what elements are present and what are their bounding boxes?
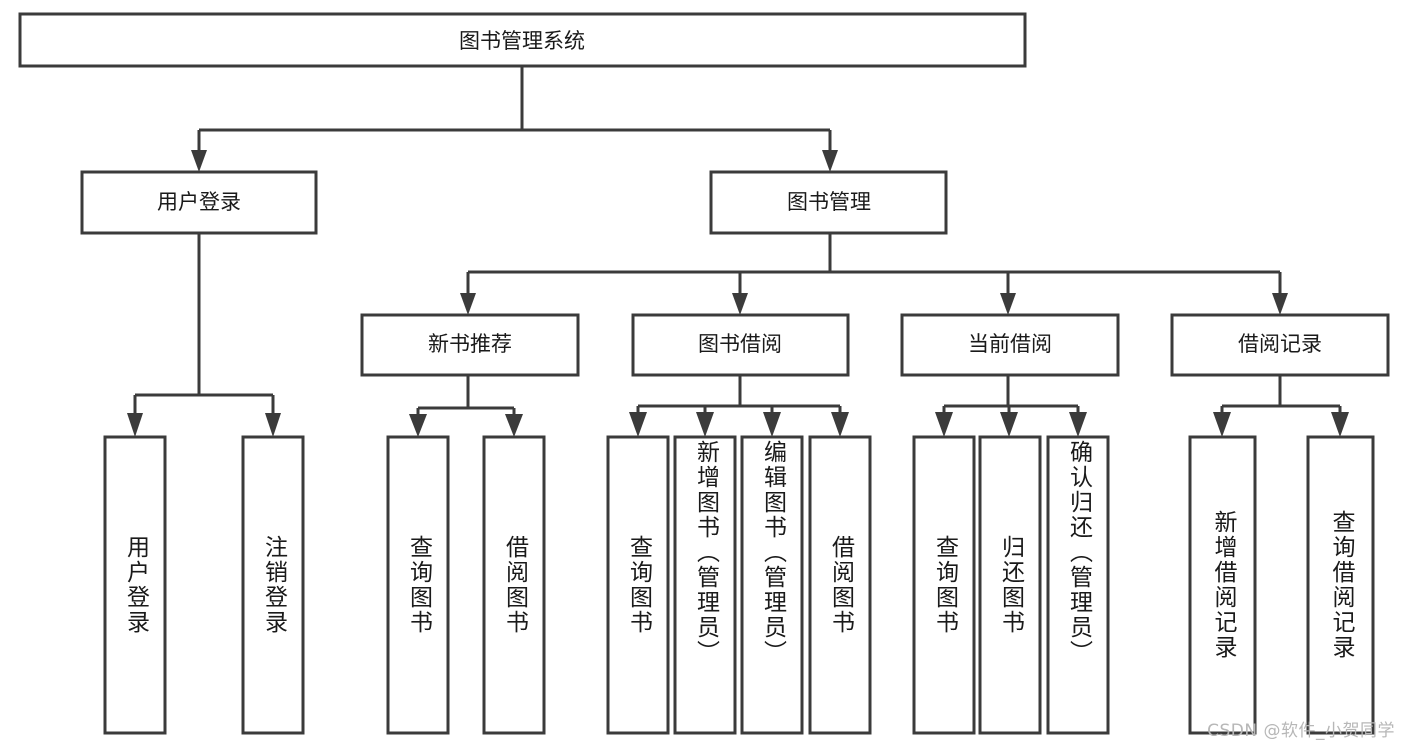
node-borrow-record-rect[interactable] (1170, 313, 1390, 377)
arrowhead-cb-leaf3 (1069, 412, 1087, 437)
node-root[interactable]: 图书管理系统 (18, 12, 1027, 68)
node-current-borrow-label: 当前借阅 (968, 332, 1052, 356)
node-book-borrow-label: 图书借阅 (698, 332, 782, 356)
arrowhead-nb-leaf1 (409, 414, 427, 437)
leaf-rect-bb-borrow-book[interactable] (808, 435, 872, 735)
node-current-borrow[interactable]: 当前借阅 (900, 313, 1120, 377)
node-root-label: 图书管理系统 (459, 29, 585, 53)
node-book-management[interactable]: 图书管理 (709, 170, 948, 235)
node-new-book-recommend-label: 新书推荐 (428, 332, 512, 356)
leaf-rect-user-login[interactable] (103, 435, 167, 735)
arrowhead-book-borrow (732, 293, 748, 315)
arrowhead-book-mgmt (822, 150, 838, 172)
arrowhead-bb-leaf1 (629, 412, 647, 437)
node-new-book-recommend[interactable]: 新书推荐 (360, 313, 580, 377)
node-user-login-label: 用户登录 (157, 190, 241, 214)
node-current-borrow-rect[interactable] (900, 313, 1120, 377)
node-user-login[interactable]: 用户登录 (80, 170, 318, 235)
node-new-book-recommend-rect[interactable] (360, 313, 580, 377)
leaf-rect-cb-return-book[interactable] (978, 435, 1042, 735)
csdn-watermark: CSDN @软件_小贺同学 (1207, 721, 1395, 741)
node-root-rect[interactable] (18, 12, 1027, 68)
arrowhead-br-leaf1 (1213, 412, 1231, 437)
leaf-rect-bb-add-book[interactable] (673, 435, 737, 735)
arrowhead-user-login (191, 150, 207, 172)
leaf-rect-nb-query-book[interactable] (386, 435, 450, 735)
arrowhead-bb-leaf2 (696, 412, 714, 437)
leaf-rect-bb-edit-book[interactable] (740, 435, 804, 735)
leaf-rect-nb-borrow-book[interactable] (482, 435, 546, 735)
leaf-rect-cb-confirm-return[interactable] (1046, 435, 1110, 735)
node-book-management-rect[interactable] (709, 170, 948, 235)
leaf-rect-cb-query-book[interactable] (912, 435, 976, 735)
arrowhead-nb-leaf2 (505, 414, 523, 437)
node-book-borrow-rect[interactable] (631, 313, 850, 377)
arrowhead-new-book (460, 293, 476, 315)
arrowhead-cb-leaf2 (1000, 412, 1018, 437)
edges (127, 66, 1349, 437)
arrowhead-leaf-logout (265, 413, 281, 437)
arrowhead-leaf-user-login (127, 413, 143, 437)
node-borrow-record[interactable]: 借阅记录 (1170, 313, 1390, 377)
leaf-rect-br-add-record[interactable] (1188, 435, 1257, 735)
arrowhead-br-leaf2 (1331, 412, 1349, 437)
node-borrow-record-label: 借阅记录 (1238, 332, 1322, 356)
arrowhead-cb-leaf1 (935, 412, 953, 437)
arrowhead-bb-leaf4 (831, 412, 849, 437)
arrowhead-bb-leaf3 (763, 412, 781, 437)
arrowhead-borrow-record (1272, 293, 1288, 315)
leaf-rect-logout[interactable] (241, 435, 305, 735)
node-book-management-label: 图书管理 (787, 190, 871, 214)
arrowhead-current-borrow (1000, 293, 1016, 315)
leaf-rect-br-query-record[interactable] (1306, 435, 1375, 735)
leaf-rect-bb-query-book[interactable] (606, 435, 670, 735)
node-user-login-rect[interactable] (80, 170, 318, 235)
node-book-borrow[interactable]: 图书借阅 (631, 313, 850, 377)
